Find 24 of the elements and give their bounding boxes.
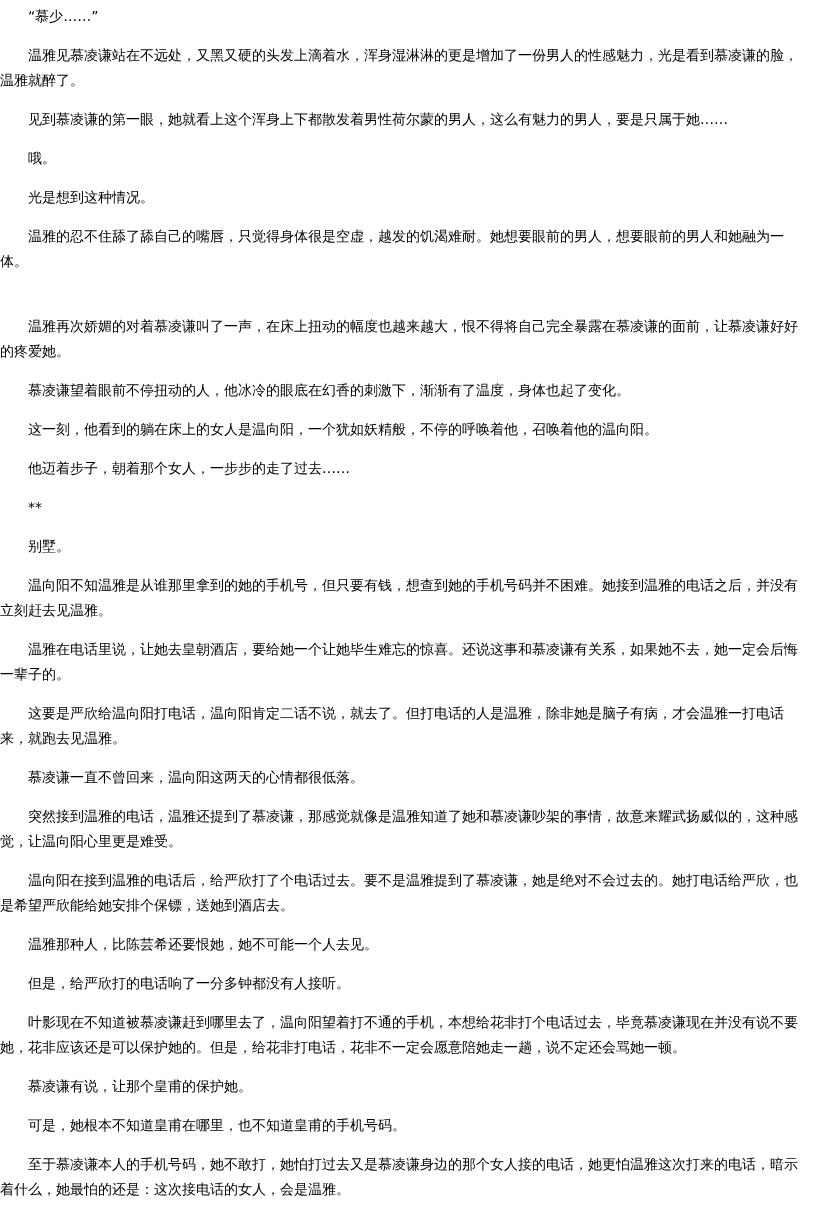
paragraph: 温雅见慕凌谦站在不远处，又黑又硬的头发上滴着水，浑身湿淋淋的更是增加了一份男人的性感魅力，光是看到慕凌谦的脸，温雅就醉了。 — [0, 46, 799, 90]
paragraph: 突然接到温雅的电话，温雅还提到了慕凌谦，那感觉就像是温雅知道了她和慕凌谦吵架的事情，故意来耀武扬威似的，这种感觉，让温向阳心里更是难受。 — [0, 807, 799, 851]
paragraph: 温雅再次娇媚的对着慕凌谦叫了一声，在床上扭动的幅度也越来越大，恨不得将自己完全暴露在慕凌谦的面前，让慕凌谦好好的疼爱她。 — [0, 317, 799, 361]
paragraph: 慕凌谦望着眼前不停扭动的人，他冰冷的眼底在幻香的刺激下，渐渐有了温度，身体也起了变化。 — [27, 381, 631, 400]
paragraph: 这要是严欣给温向阳打电话，温向阳肯定二话不说，就去了。但打电话的人是温雅，除非她是脑子有病，才会温雅一打电话来，就跑去见温雅。 — [0, 704, 785, 748]
paragraph: 光是想到这种情况。 — [27, 188, 155, 207]
paragraph: 温雅那种人，比陈芸希还要恨她，她不可能一个人去见。 — [27, 935, 379, 954]
paragraph: ** — [27, 498, 43, 517]
paragraph: 慕凌谦有说，让那个皇甫的保护她。 — [27, 1077, 253, 1096]
paragraph: 至于慕凌谦本人的手机号码，她不敢打，她怕打过去又是慕凌谦身边的那个女人接的电话，她更怕温雅这次打来的电话，暗示着什么，她最怕的还是：这次接电话的女人，会是温雅。 — [0, 1155, 799, 1199]
paragraph: 别墅。 — [27, 537, 71, 556]
paragraph: 可是，她根本不知道皇甫在哪里，也不知道皇甫的手机号码。 — [27, 1116, 407, 1135]
paragraph: 温向阳不知温雅是从谁那里拿到的她的手机号，但只要有钱，想查到她的手机号码并不困难。她接到温雅的电话之后，并没有立刻赶去见温雅。 — [0, 576, 799, 620]
paragraph: 见到慕凌谦的第一眼，她就看上这个浑身上下都散发着男性荷尔蒙的男人，这么有魅力的男人，要是只属于她…… — [27, 110, 729, 129]
paragraph: 温雅的忍不住舔了舔自己的嘴唇，只觉得身体很是空虚，越发的饥渴难耐。她想要眼前的男人，想要眼前的男人和她融为一体。 — [0, 227, 785, 271]
paragraph: 慕凌谦一直不曾回来，温向阳这两天的心情都很低落。 — [27, 768, 365, 787]
paragraph: 这一刻，他看到的躺在床上的女人是温向阳，一个犹如妖精般，不停的呼唤着他，召唤着他的温向阳。 — [27, 420, 659, 439]
paragraph: 但是，给严欣打的电话响了一分多钟都没有人接听。 — [27, 974, 351, 993]
paragraph: 温雅在电话里说，让她去皇朝酒店，要给她一个让她毕生难忘的惊喜。还说这事和慕凌谦有关系，如果她不去，她一定会后悔一辈子的。 — [0, 640, 799, 684]
paragraph: 他迈着步子，朝着那个女人，一步步的走了过去…… — [27, 459, 351, 478]
paragraph: 叶影现在不知道被慕凌谦赶到哪里去了，温向阳望着打不通的手机，本想给花非打个电话过去，毕竟慕凌谦现在并没有说不要她，花非应该还是可以保护她的。但是，给花非打电话，花非不一定会愿意陪她走一趟，说不定还会骂她一顿。 — [0, 1013, 799, 1057]
paragraph: 温向阳在接到温雅的电话后，给严欣打了个电话过去。要不是温雅提到了慕凌谦，她是绝对不会过去的。她打电话给严欣，也是希望严欣能给她安排个保镖，送她到酒店去。 — [0, 871, 799, 915]
paragraph: “慕少……” — [27, 7, 100, 26]
paragraph: 哦。 — [27, 149, 57, 168]
